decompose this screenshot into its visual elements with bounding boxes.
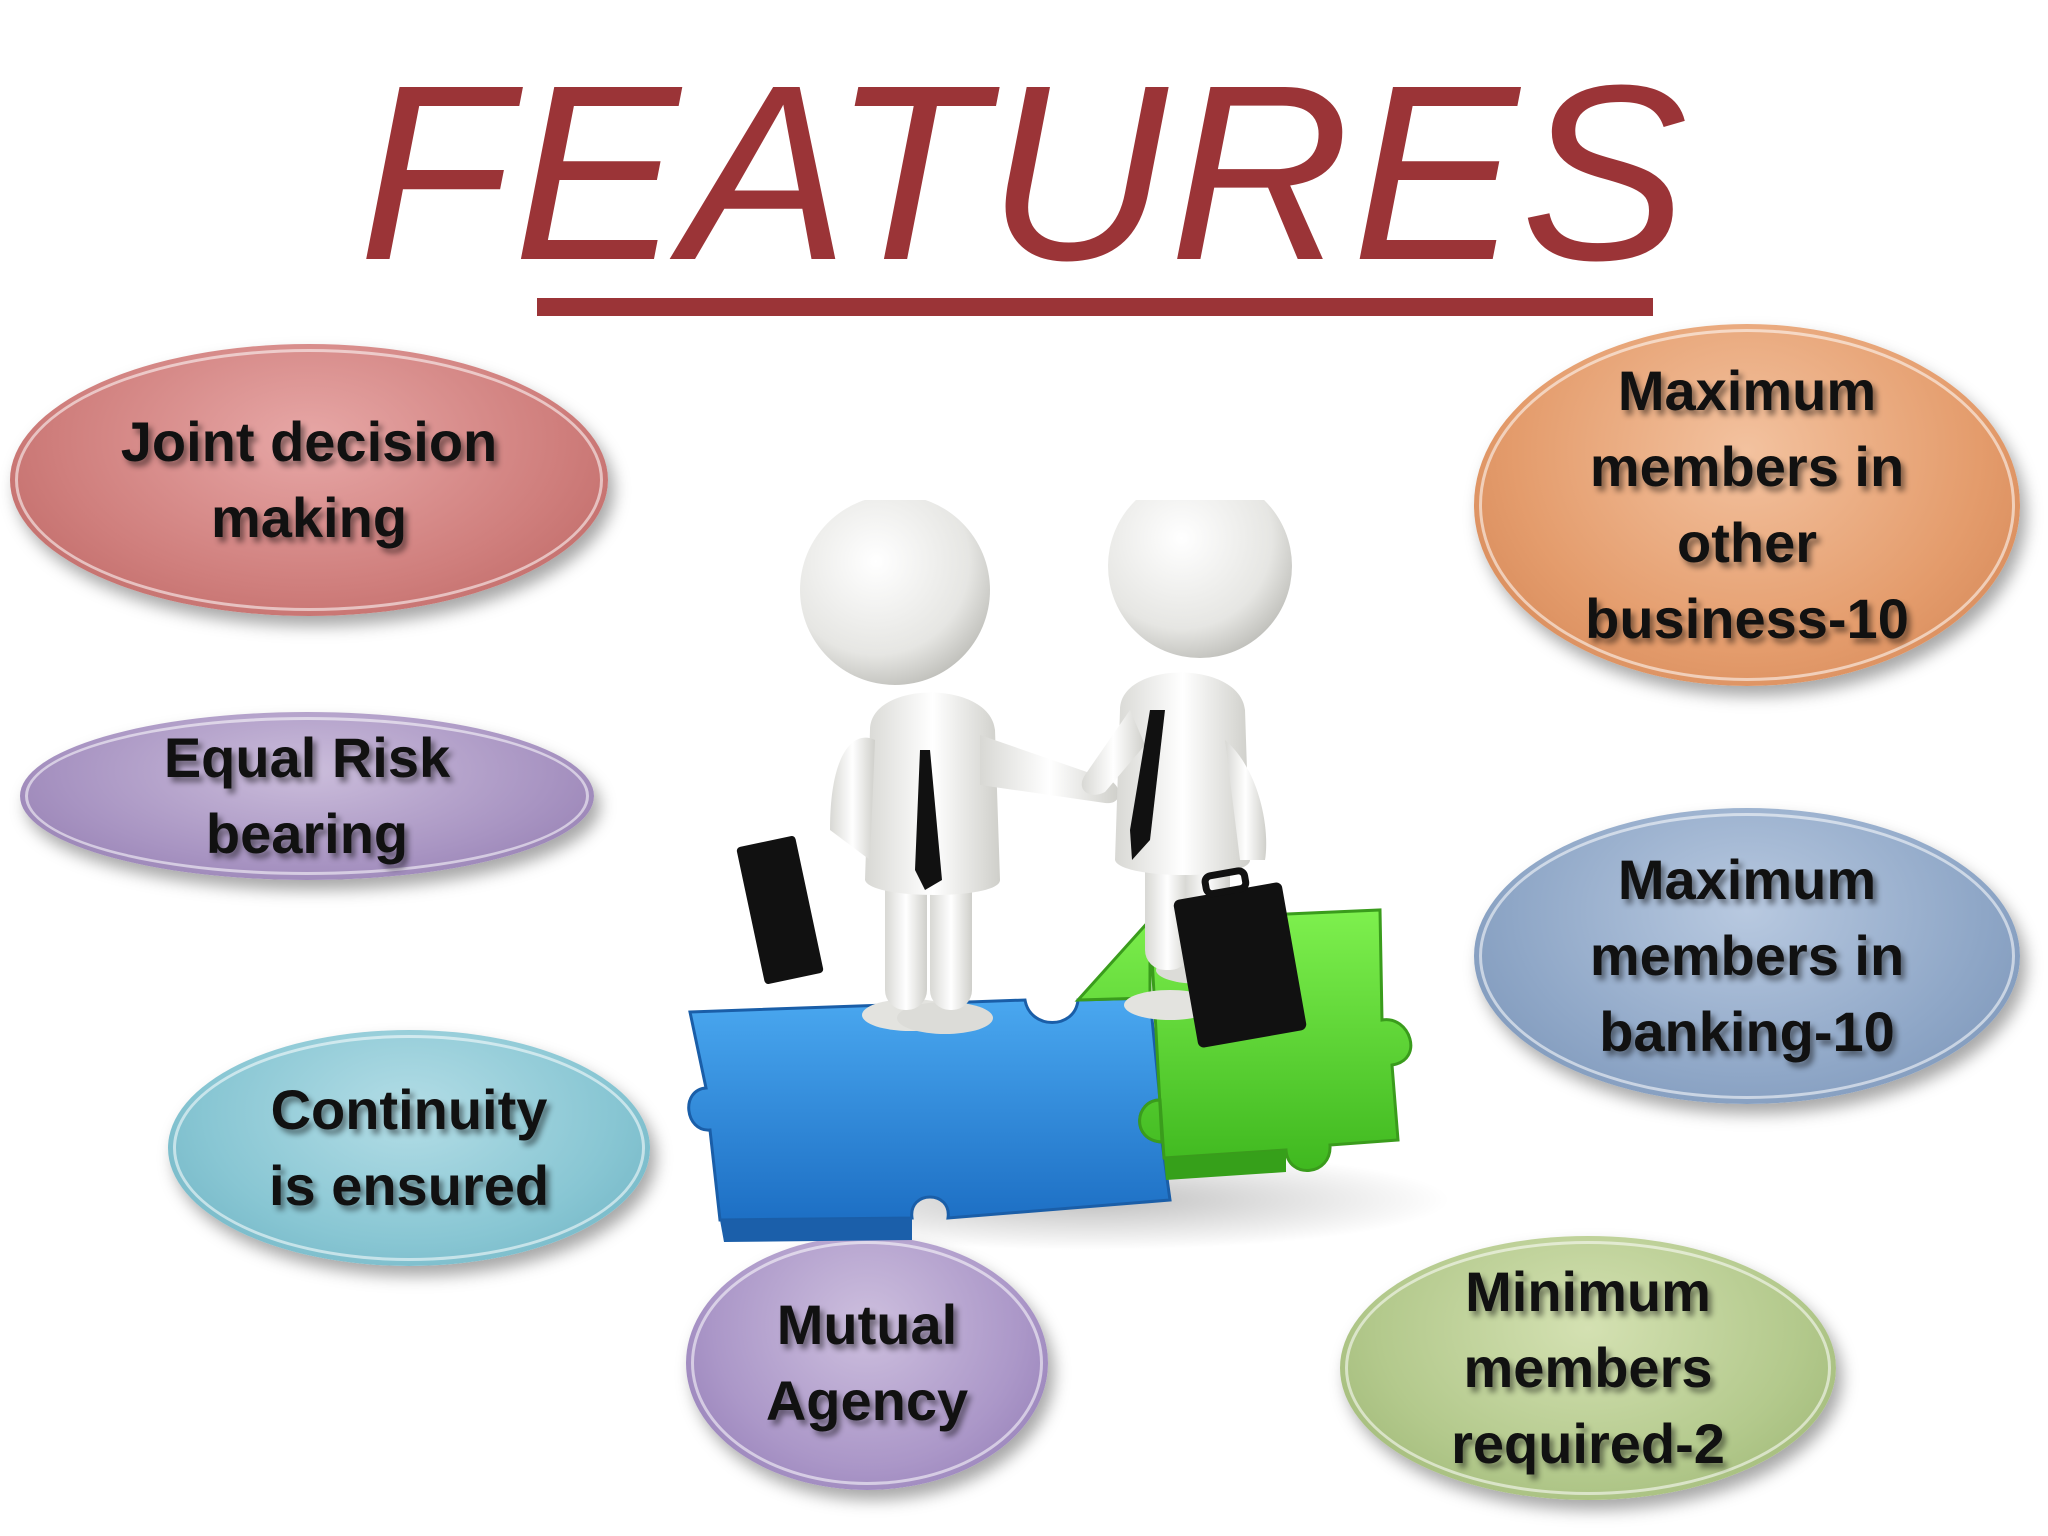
feature-label: Maximum members in other business-10 (1585, 359, 1909, 650)
feature-min-members: Minimum members required-2 (1340, 1236, 1836, 1500)
title-underline (537, 298, 1653, 316)
feature-joint-decision-making: Joint decision making (10, 344, 608, 616)
feature-label: Joint decision making (120, 410, 498, 549)
feature-continuity: Continuity is ensured (168, 1030, 650, 1266)
feature-max-members-other-business: Maximum members in other business-10 (1474, 324, 2020, 686)
feature-max-members-banking: Maximum members in banking-10 (1474, 808, 2020, 1104)
feature-label: Equal Risk bearing (163, 726, 451, 865)
feature-label: Minimum members required-2 (1451, 1260, 1725, 1475)
feature-label: Continuity is ensured (268, 1078, 550, 1217)
feature-equal-risk-bearing: Equal Risk bearing (20, 712, 594, 880)
feature-label: Mutual Agency (765, 1293, 969, 1432)
handshake-on-puzzle-icon (687, 500, 1450, 1250)
page-title: FEATURES (358, 33, 1690, 312)
feature-label: Maximum members in banking-10 (1589, 848, 1905, 1063)
feature-mutual-agency: Mutual Agency (686, 1236, 1048, 1490)
